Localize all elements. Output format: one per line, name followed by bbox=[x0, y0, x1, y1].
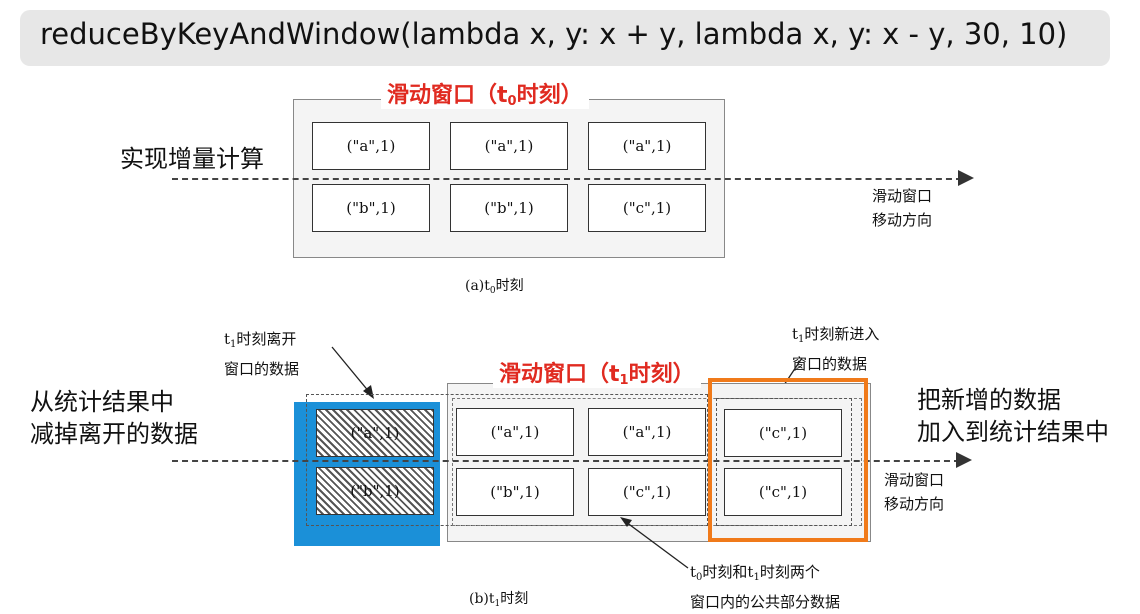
subtract-leaving-label: 从统计结果中 减掉离开的数据 bbox=[30, 388, 198, 448]
caption-b: (b)t1时刻 bbox=[469, 591, 529, 609]
add-entering-label: 把新增的数据 加入到统计结果中 bbox=[917, 386, 1109, 446]
entering-data-note: t1时刻新进入 窗口的数据 bbox=[792, 325, 880, 373]
code-text: reduceByKeyAndWindow(lambda x, y: x + y,… bbox=[40, 17, 1068, 51]
cell-a-3: ("a",1) bbox=[588, 122, 706, 170]
window-a-title: 滑动窗口（t0时刻） bbox=[381, 77, 589, 109]
cell-a-1: ("a",1) bbox=[312, 122, 430, 170]
incremental-label: 实现增量计算 bbox=[120, 145, 264, 173]
window-b-title: 滑动窗口（t1时刻） bbox=[493, 356, 701, 388]
common-note-pointer bbox=[620, 517, 689, 569]
cell-a-6: ("c",1) bbox=[588, 184, 706, 232]
common-cell-4: ("c",1) bbox=[588, 468, 706, 516]
common-cell-3: ("b",1) bbox=[456, 468, 574, 516]
cell-a-2: ("a",1) bbox=[450, 122, 568, 170]
leaving-data-note: t1时刻离开 窗口的数据 bbox=[224, 330, 300, 378]
direction-label-a: 滑动窗口 移动方向 bbox=[872, 187, 933, 229]
entering-cell-1: ("c",1) bbox=[724, 409, 842, 457]
direction-arrow-b-line bbox=[172, 460, 960, 462]
direction-arrow-a-line bbox=[172, 178, 962, 180]
cell-a-5: ("b",1) bbox=[450, 184, 568, 232]
leaving-note-pointer bbox=[331, 346, 374, 399]
direction-arrow-b-head bbox=[956, 452, 972, 468]
cell-a-4: ("b",1) bbox=[312, 184, 430, 232]
common-data-note: t0时刻和t1时刻两个 窗口内的公共部分数据 bbox=[690, 563, 841, 611]
entering-cell-2: ("c",1) bbox=[724, 468, 842, 516]
common-cell-1: ("a",1) bbox=[456, 408, 574, 456]
common-window-outline bbox=[452, 398, 862, 526]
caption-a: (a)t0时刻 bbox=[465, 278, 524, 296]
entering-inner-outline bbox=[716, 398, 852, 526]
direction-arrow-a-head bbox=[958, 170, 974, 186]
leaving-cell-2: ("b",1) bbox=[316, 467, 434, 515]
direction-label-b: 滑动窗口 移动方向 bbox=[884, 471, 945, 513]
code-banner bbox=[20, 10, 1110, 66]
common-cell-2: ("a",1) bbox=[588, 408, 706, 456]
leaving-cell-1: ("a",1) bbox=[316, 409, 434, 457]
entering-window-block bbox=[708, 378, 868, 542]
